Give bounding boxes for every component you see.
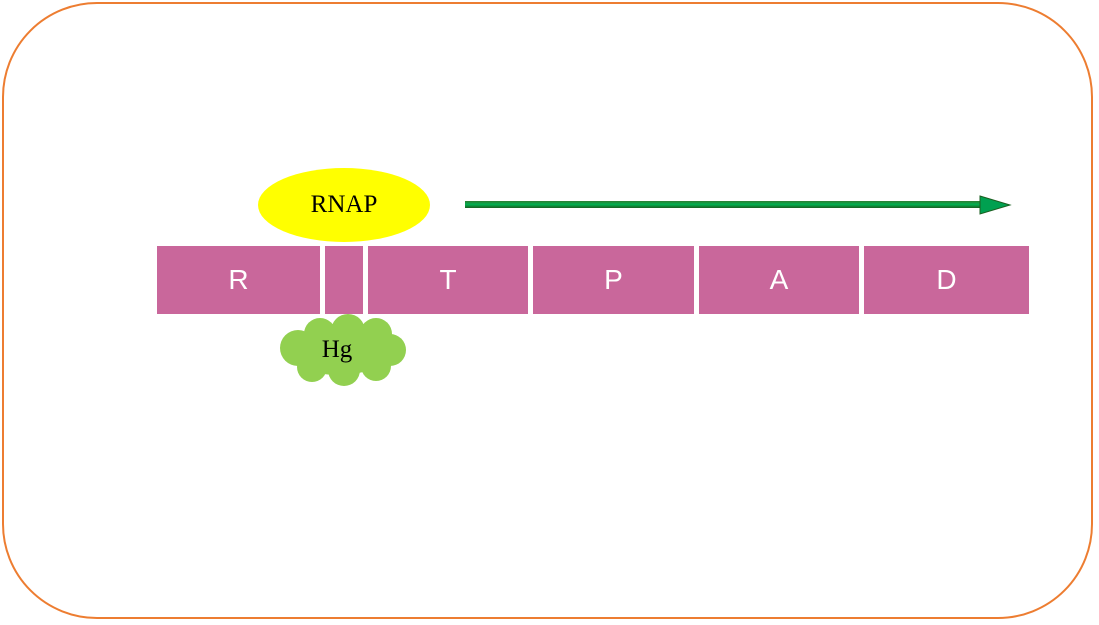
segment-r: R: [157, 246, 320, 314]
segment-a: A: [699, 246, 859, 314]
rnap-ellipse: RNAP: [258, 168, 430, 242]
hg-cloud-icon: [280, 314, 406, 386]
hg-label: Hg: [321, 336, 353, 363]
rnap-label: RNAP: [310, 191, 378, 218]
segment-d: D: [864, 246, 1029, 314]
hg-label-wrap: Hg: [272, 314, 402, 386]
transcription-arrow-icon: [465, 195, 1012, 215]
segment-t: T: [368, 246, 528, 314]
segment-operator: [325, 246, 363, 314]
segment-p: P: [533, 246, 694, 314]
